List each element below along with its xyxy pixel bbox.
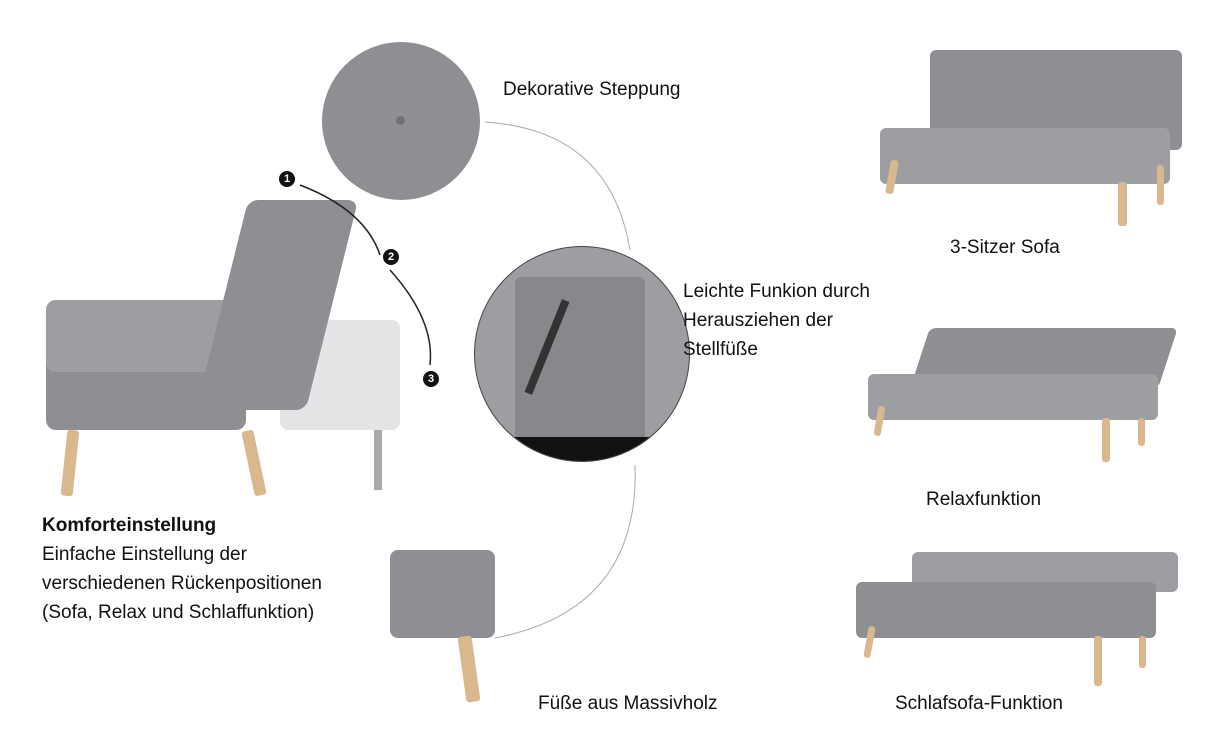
connector-lines	[484, 121, 636, 639]
comfort-line-2: verschiedenen Rückenpositionen	[42, 573, 322, 594]
function-line-3: Stellfüße	[683, 339, 758, 360]
stitching-detail-image	[322, 42, 480, 200]
sleep-label: Schlafsofa-Funktion	[895, 693, 1063, 714]
feet-label: Füße aus Massivholz	[538, 693, 718, 714]
adjust-arrow	[299, 184, 432, 366]
stitching-label: Dekorative Steppung	[503, 79, 681, 100]
position-2-marker: 2	[383, 249, 399, 265]
relax-label: Relaxfunktion	[926, 489, 1042, 510]
sofa-3-seater-label: 3-Sitzer Sofa	[950, 237, 1060, 258]
position-3-marker: 3	[423, 371, 439, 387]
comfort-title: Komforteinstellung	[42, 515, 217, 536]
comfort-line-3: (Sofa, Relax und Schlaffunktion)	[42, 602, 315, 623]
position-1-marker: 1	[279, 171, 295, 187]
mechanism-detail-image	[474, 246, 690, 462]
function-line-1: Leichte Funkion durch	[683, 281, 870, 302]
function-line-2: Herausziehen der	[683, 310, 833, 331]
comfort-line-1: Einfache Einstellung der	[42, 544, 247, 565]
